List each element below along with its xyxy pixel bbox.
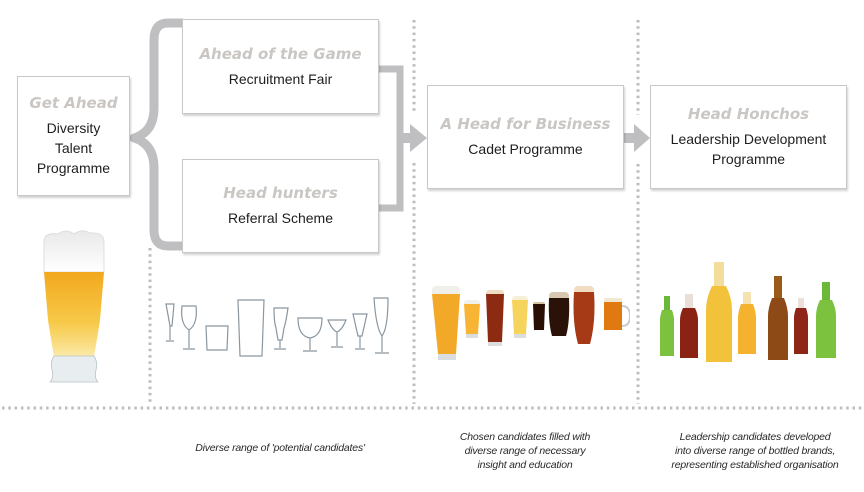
bottle bbox=[768, 276, 788, 360]
caption-line: diverse range of necessary bbox=[464, 445, 586, 457]
arrow-shaft-2 bbox=[624, 133, 636, 143]
stage-label-line: Cadet Programme bbox=[468, 141, 583, 157]
beer-foam bbox=[43, 230, 105, 273]
beer-glass bbox=[464, 300, 480, 338]
caption-line: Leadership candidates developed bbox=[679, 431, 831, 443]
stage-label-line: Programme bbox=[711, 151, 786, 167]
beer-glass bbox=[432, 286, 460, 360]
caption-line: representing established organisation bbox=[671, 459, 839, 471]
stage-box-head-hunters: Head hunters Referral Scheme bbox=[182, 159, 379, 253]
glass-highball bbox=[237, 299, 265, 357]
glass-wine bbox=[181, 305, 197, 350]
beer-glass bbox=[604, 298, 630, 330]
stage-title: A Head for Business bbox=[440, 115, 611, 133]
beer-pint-image bbox=[43, 230, 105, 383]
stage-title: Head Honchos bbox=[687, 105, 810, 123]
stage-label-line: Programme bbox=[36, 160, 111, 176]
beer-liquid bbox=[44, 272, 104, 356]
glass-base bbox=[49, 355, 99, 383]
bottle bbox=[706, 262, 732, 362]
bottle bbox=[660, 296, 674, 356]
bottle bbox=[816, 282, 836, 358]
caption-line: insight and education bbox=[477, 459, 573, 471]
bottle bbox=[794, 298, 808, 354]
caption-line: Diverse range of 'potential candidates' bbox=[195, 442, 365, 454]
beer-glass bbox=[512, 296, 528, 338]
stage-title: Head hunters bbox=[223, 184, 338, 202]
caption-chosen-candidates: Chosen candidates filled with diverse ra… bbox=[430, 430, 620, 472]
arrow-to-honchos-icon bbox=[634, 124, 650, 152]
beer-glass bbox=[486, 290, 504, 346]
stage-label-line: Diversity bbox=[46, 120, 101, 136]
arrow-to-cadet-icon bbox=[410, 124, 427, 152]
stage-title: Ahead of the Game bbox=[199, 44, 362, 63]
glass-flute-small bbox=[165, 303, 175, 342]
glass-goblet bbox=[297, 317, 323, 352]
beer-glass bbox=[573, 286, 595, 344]
caption-potential-candidates: Diverse range of 'potential candidates' bbox=[160, 441, 400, 455]
glass-hurricane bbox=[273, 307, 289, 350]
stage-label-line: Recruitment Fair bbox=[228, 70, 333, 87]
glass-pilsner-stem bbox=[352, 313, 368, 350]
stage-box-a-head-for-business: A Head for Business Cadet Programme bbox=[427, 85, 624, 189]
stage-title: Get Ahead bbox=[29, 94, 118, 112]
beer-bottles-image bbox=[660, 262, 836, 362]
filled-beer-glasses-image bbox=[432, 286, 630, 360]
merge-arrow-shaft bbox=[400, 133, 412, 143]
stage-box-get-ahead: Get Ahead Diversity Talent Programme bbox=[17, 76, 130, 196]
stage-box-ahead-of-the-game: Ahead of the Game Recruitment Fair bbox=[182, 19, 379, 114]
caption-leadership-candidates: Leadership candidates developed into div… bbox=[650, 430, 860, 472]
beer-glass bbox=[548, 292, 570, 336]
glass-tumbler bbox=[205, 325, 229, 351]
stage-label-line: Talent bbox=[54, 140, 93, 156]
beer-glass bbox=[533, 302, 545, 330]
stage-label-line: Leadership Development bbox=[670, 131, 827, 147]
bottle bbox=[680, 294, 698, 358]
merge-connector bbox=[379, 65, 404, 212]
bracket-connector bbox=[129, 18, 183, 251]
glass-margarita bbox=[327, 319, 347, 348]
empty-glassware-image bbox=[165, 297, 389, 357]
caption-line: into diverse range of bottled brands, bbox=[674, 445, 836, 457]
glass-flute-tall bbox=[373, 297, 389, 354]
stage-label-line: Referral Scheme bbox=[227, 210, 334, 226]
stage-box-head-honchos: Head Honchos Leadership Development Prog… bbox=[650, 85, 847, 189]
caption-line: Chosen candidates filled with bbox=[459, 431, 591, 443]
bottle bbox=[738, 292, 756, 354]
